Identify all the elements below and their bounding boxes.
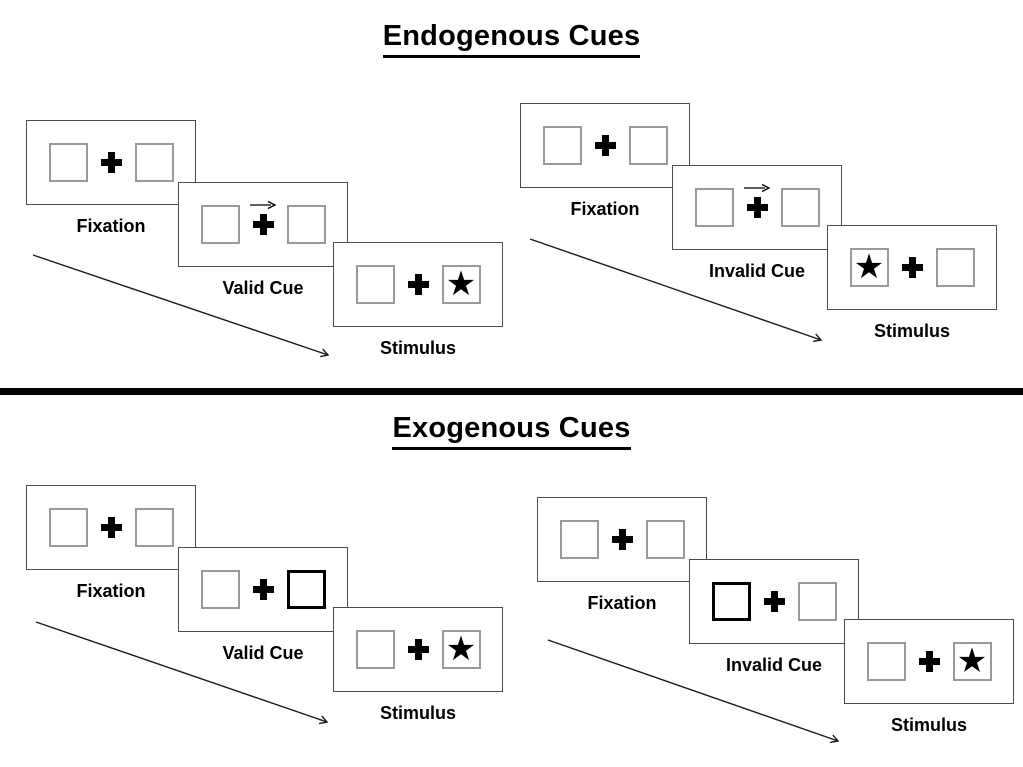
left-box bbox=[48, 143, 88, 182]
sequence-step-stimulus: ★ Stimulus bbox=[827, 225, 997, 342]
sequence-step-stimulus: ★ Stimulus bbox=[333, 607, 503, 724]
panel-label: Fixation bbox=[76, 216, 146, 236]
fixation-cross-icon bbox=[249, 200, 276, 235]
left-box bbox=[355, 265, 395, 304]
sequence-step-stimulus: ★ Stimulus bbox=[333, 242, 503, 359]
section-title-endogenous: Endogenous Cues bbox=[0, 20, 1023, 58]
stimulus-panel: ★ bbox=[333, 242, 503, 327]
panel-label: Valid Cue bbox=[222, 643, 304, 663]
sequence-step-cue: Valid Cue bbox=[178, 182, 348, 299]
fixation-cross-icon bbox=[743, 183, 770, 218]
stimulus-panel: ★ bbox=[333, 607, 503, 692]
left-box-target: ★ bbox=[849, 246, 889, 287]
fixation-panel bbox=[26, 120, 196, 205]
target-star-icon: ★ bbox=[956, 640, 988, 681]
right-box bbox=[797, 582, 837, 621]
left-box-highlighted bbox=[711, 582, 751, 621]
right-box bbox=[286, 205, 326, 244]
target-star-icon: ★ bbox=[445, 263, 477, 304]
sequence-step-stimulus: ★ Stimulus bbox=[844, 619, 1014, 736]
sequence-step-cue: Invalid Cue bbox=[672, 165, 842, 282]
section-title-exogenous: Exogenous Cues bbox=[0, 412, 1023, 450]
stimulus-panel: ★ bbox=[827, 225, 997, 310]
panel-label: Fixation bbox=[570, 199, 640, 219]
panel-label: Stimulus bbox=[379, 338, 456, 358]
fixation-cross-icon bbox=[611, 529, 633, 550]
panel-label: Stimulus bbox=[379, 703, 456, 723]
stimulus-panel: ★ bbox=[844, 619, 1014, 704]
fixation-cross-icon bbox=[594, 135, 616, 156]
cue-arrow-icon bbox=[743, 183, 770, 193]
fixation-cross-icon bbox=[100, 517, 122, 538]
sequence-step-cue: Valid Cue bbox=[178, 547, 348, 664]
cue-panel bbox=[672, 165, 842, 250]
left-box bbox=[542, 126, 582, 165]
right-box bbox=[134, 508, 174, 547]
right-box bbox=[645, 520, 685, 559]
cue-panel bbox=[689, 559, 859, 644]
left-box bbox=[355, 630, 395, 669]
left-box bbox=[48, 508, 88, 547]
right-box bbox=[780, 188, 820, 227]
fixation-cross-icon bbox=[407, 639, 429, 660]
fixation-panel bbox=[520, 103, 690, 188]
left-box bbox=[559, 520, 599, 559]
right-box bbox=[628, 126, 668, 165]
left-box bbox=[200, 205, 240, 244]
panel-label: Invalid Cue bbox=[708, 261, 806, 281]
panel-label: Fixation bbox=[587, 593, 657, 613]
fixation-cross-icon bbox=[407, 274, 429, 295]
fixation-panel bbox=[537, 497, 707, 582]
sequence-step-cue: Invalid Cue bbox=[689, 559, 859, 676]
panel-label: Stimulus bbox=[890, 715, 967, 735]
right-box-target: ★ bbox=[441, 263, 481, 304]
right-box-highlighted bbox=[286, 570, 326, 609]
panel-label: Fixation bbox=[76, 581, 146, 601]
target-star-icon: ★ bbox=[445, 628, 477, 669]
panel-label: Invalid Cue bbox=[725, 655, 823, 675]
section-title-text: Endogenous Cues bbox=[382, 20, 641, 58]
section-divider bbox=[0, 388, 1023, 395]
fixation-cross-icon bbox=[901, 257, 923, 278]
fixation-cross-icon bbox=[763, 591, 785, 612]
right-box-target: ★ bbox=[952, 640, 992, 681]
left-box bbox=[200, 570, 240, 609]
cue-arrow-icon bbox=[249, 200, 276, 210]
target-star-icon: ★ bbox=[853, 246, 885, 287]
section-title-text: Exogenous Cues bbox=[392, 412, 631, 450]
right-box bbox=[134, 143, 174, 182]
sequence-step-fixation: Fixation bbox=[537, 497, 707, 614]
sequence-step-fixation: Fixation bbox=[26, 485, 196, 602]
panel-label: Valid Cue bbox=[222, 278, 304, 298]
cue-panel bbox=[178, 182, 348, 267]
right-box-target: ★ bbox=[441, 628, 481, 669]
right-box bbox=[935, 248, 975, 287]
sequence-step-fixation: Fixation bbox=[520, 103, 690, 220]
fixation-panel bbox=[26, 485, 196, 570]
left-box bbox=[866, 642, 906, 681]
fixation-cross-icon bbox=[918, 651, 940, 672]
fixation-cross-icon bbox=[252, 579, 274, 600]
sequence-step-fixation: Fixation bbox=[26, 120, 196, 237]
left-box bbox=[694, 188, 734, 227]
fixation-cross-icon bbox=[100, 152, 122, 173]
panel-label: Stimulus bbox=[873, 321, 950, 341]
cue-panel bbox=[178, 547, 348, 632]
